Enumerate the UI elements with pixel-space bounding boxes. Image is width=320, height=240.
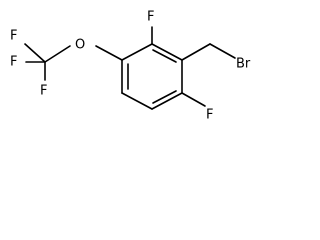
bonds xyxy=(24,26,236,110)
atom-f-ring-top: F xyxy=(147,10,154,25)
bond-c6-o xyxy=(95,45,123,61)
atom-labels: F F F O F Br F xyxy=(10,10,251,123)
ring-bond-c3-c4 xyxy=(151,92,183,110)
bond-c3-f xyxy=(181,92,206,107)
atom-f-cf3-bottom: F xyxy=(40,84,47,99)
ring-bond-c4-c5 xyxy=(121,92,153,110)
bond-cf3-f-top xyxy=(24,43,46,63)
atom-f-cf3-mid: F xyxy=(10,55,17,70)
chemical-structure: F F F O F Br F xyxy=(10,10,251,123)
bond-o-cf3 xyxy=(44,45,71,63)
atom-f-cf3-top: F xyxy=(10,29,17,44)
ring-bond-c6-c1 xyxy=(121,43,153,61)
atom-f-ring-bottom: F xyxy=(206,108,213,123)
ring-double-c1-c2 xyxy=(152,49,177,63)
bond-ch2-br xyxy=(209,43,236,59)
atom-bromine: Br xyxy=(236,57,251,72)
bond-c2-ch2 xyxy=(181,43,211,61)
ring-double-c3-c4 xyxy=(152,90,177,104)
ring-bond-c1-c2 xyxy=(151,43,183,61)
atom-oxygen: O xyxy=(75,38,85,53)
